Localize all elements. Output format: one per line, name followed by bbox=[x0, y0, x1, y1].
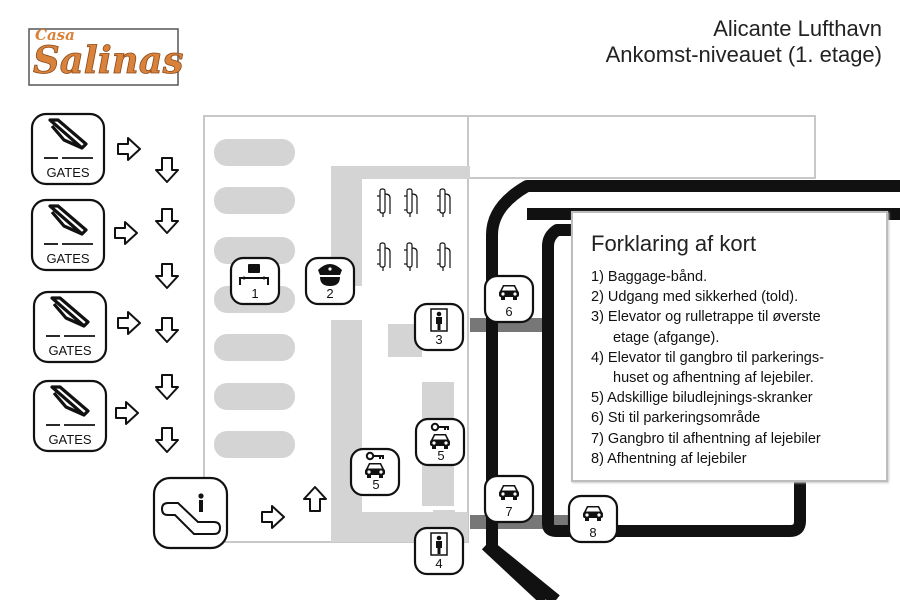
map-legend: Forklaring af kort 1) Baggage-bånd. 2) U… bbox=[571, 211, 888, 482]
gate-label: GATES bbox=[46, 165, 89, 180]
gate-sign-4: GATES bbox=[32, 379, 108, 453]
badge-walkway: 7 bbox=[483, 474, 535, 524]
casa-salinas-logo: Casa Salinas bbox=[28, 26, 184, 86]
gate-sign-3: GATES bbox=[32, 290, 108, 364]
badge-number: 6 bbox=[505, 304, 512, 319]
badge-parking-path: 6 bbox=[483, 274, 535, 324]
badge-number: 2 bbox=[326, 286, 333, 301]
parking-road bbox=[481, 540, 550, 600]
badge-customs: 2 bbox=[304, 256, 356, 306]
level-name: Ankomst-niveauet (1. etage) bbox=[605, 42, 882, 67]
badge-car-pickup: 8 bbox=[567, 494, 619, 544]
badge-number: 8 bbox=[589, 525, 596, 540]
badge-baggage-claim: 1 bbox=[229, 256, 281, 306]
badge-number: 4 bbox=[435, 556, 442, 571]
legend-item: 8) Afhentning af lejebiler bbox=[591, 450, 747, 467]
airport-name: Alicante Lufthavn bbox=[713, 16, 882, 41]
badge-elevator-4: 4 bbox=[413, 526, 465, 576]
svg-text:Casa: Casa bbox=[35, 26, 75, 44]
badge-number: 7 bbox=[505, 504, 512, 519]
badge-number: 3 bbox=[435, 332, 442, 347]
badge-number: 1 bbox=[251, 286, 258, 301]
escalator-sign bbox=[152, 476, 229, 550]
badge-number: 5 bbox=[372, 477, 379, 492]
gate-label: GATES bbox=[46, 251, 89, 266]
legend-title: Forklaring af kort bbox=[591, 231, 757, 256]
legend-item: 4) Elevator til gangbro til parkerings-h… bbox=[591, 349, 824, 387]
gate-label: GATES bbox=[48, 343, 91, 358]
legend-list: 1) Baggage-bånd. 2) Udgang med sikkerhed… bbox=[591, 267, 824, 469]
legend-item: 2) Udgang med sikkerhed (told). bbox=[591, 289, 799, 306]
legend-item: 6) Sti til parkeringsområde bbox=[591, 410, 761, 427]
legend-item: 7) Gangbro til afhentning af lejebiler bbox=[591, 430, 821, 447]
gate-sign-2: GATES bbox=[30, 198, 106, 272]
map-title: Alicante Lufthavn Ankomst-niveauet (1. e… bbox=[606, 16, 882, 68]
gate-label: GATES bbox=[48, 432, 91, 447]
svg-text:Salinas: Salinas bbox=[33, 38, 184, 82]
badge-car-rental-b: 5 bbox=[414, 417, 466, 467]
gate-sign-1: GATES bbox=[30, 112, 106, 186]
legend-item: 5) Adskillige biludlejnings-skranker bbox=[591, 390, 813, 407]
badge-car-rental-a: 5 bbox=[349, 447, 401, 497]
badge-elevator-3: 3 bbox=[413, 302, 465, 352]
legend-item: 1) Baggage-bånd. bbox=[591, 269, 708, 285]
badge-number: 5 bbox=[437, 448, 444, 463]
